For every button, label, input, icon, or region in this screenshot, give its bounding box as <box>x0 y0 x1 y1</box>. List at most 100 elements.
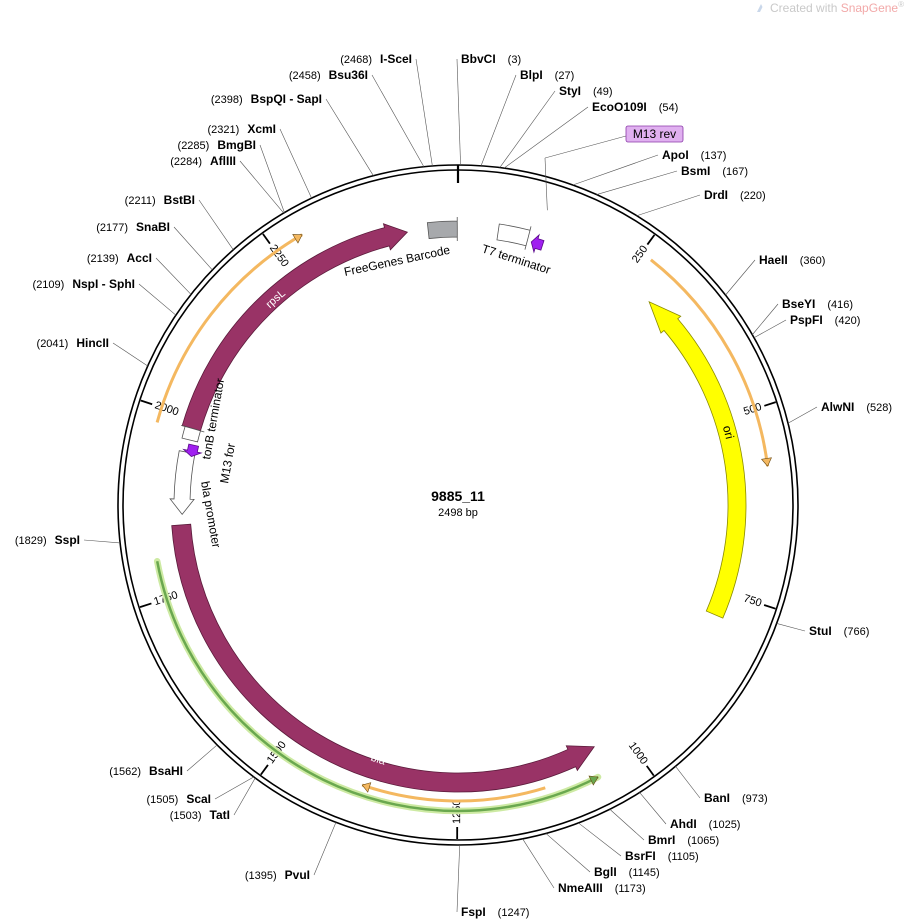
site-label[interactable]: BseYI(416) <box>782 297 853 311</box>
site-position: (3) <box>508 54 521 66</box>
site-label[interactable]: (2041)HincII <box>37 336 109 350</box>
site-bstbi[interactable]: (2211)BstBI <box>125 193 234 250</box>
site-position: (1829) <box>15 535 47 547</box>
site-haeii[interactable]: HaeII(360) <box>725 253 825 296</box>
site-label[interactable]: HaeII(360) <box>759 253 825 267</box>
site-label[interactable]: (1395)PvuI <box>245 868 310 882</box>
tick-mark <box>139 602 152 608</box>
site-bseyi[interactable]: BseYI(416) <box>752 297 853 335</box>
site-hincii[interactable]: (2041)HincII <box>37 336 148 367</box>
site-label[interactable]: (1503)TatI <box>170 808 230 822</box>
site-bmgbi[interactable]: (2285)BmgBI <box>178 138 285 213</box>
site-i-scei[interactable]: (2468)I-SceI <box>340 52 433 167</box>
site-stui[interactable]: StuI(766) <box>776 623 870 638</box>
m13-rev-label-box: M13 rev <box>544 125 684 211</box>
site-leader-line <box>609 809 645 841</box>
tick-label: 750 <box>742 593 763 610</box>
site-bmri[interactable]: BmrI(1065) <box>609 809 719 847</box>
site-leader-line <box>578 822 622 857</box>
site-label[interactable]: (1829)SspI <box>15 533 80 547</box>
site-position: (2177) <box>96 222 128 234</box>
site-name: FspI <box>461 905 486 919</box>
site-label[interactable]: (2139)AccI <box>87 251 152 265</box>
orf-arc-ori-head <box>760 457 772 467</box>
site-ecoo109i[interactable]: EcoO109I(54) <box>503 100 678 169</box>
site-label[interactable]: DrdI(220) <box>704 188 766 202</box>
site-pspfi[interactable]: PspFI(420) <box>753 313 860 338</box>
site-label[interactable]: (1562)BsaHI <box>109 764 183 778</box>
site-label[interactable]: (2398)BspQI - SapI <box>211 92 322 106</box>
ori-feature <box>648 300 747 619</box>
site-label[interactable]: (2177)SnaBI <box>96 220 170 234</box>
site-label[interactable]: AhdI(1025) <box>670 817 740 831</box>
site-afliii[interactable]: (2284)AflIII <box>170 154 284 214</box>
site-leader-line <box>325 98 374 176</box>
site-fspi[interactable]: FspI (1247) <box>456 844 529 919</box>
bla-promoter-feature <box>169 450 196 516</box>
site-label[interactable]: BmrI(1065) <box>648 833 719 847</box>
site-label[interactable]: (2284)AflIII <box>170 154 236 168</box>
site-leader-line <box>186 744 218 772</box>
site-nmeaiii[interactable]: NmeAIII(1173) <box>522 838 646 895</box>
site-bsmi[interactable]: BsmI(167) <box>596 164 748 195</box>
site-drdi[interactable]: DrdI(220) <box>636 188 766 217</box>
site-label[interactable]: BlpI(27) <box>520 68 574 82</box>
site-label[interactable]: ApoI(137) <box>662 148 726 162</box>
site-tati[interactable]: (1503)TatI <box>170 777 256 822</box>
site-label[interactable]: BglI(1145) <box>594 865 660 879</box>
site-label[interactable]: AlwNI(528) <box>821 400 892 414</box>
bla-label-text: bla <box>369 752 387 768</box>
site-blpi[interactable]: BlpI(27) <box>480 68 574 166</box>
site-position: (360) <box>800 255 826 267</box>
site-label[interactable]: BbvCI (3) <box>461 52 521 66</box>
tick-label: 2000 <box>153 399 180 418</box>
site-leader-line <box>214 776 255 800</box>
site-label[interactable]: BsmI(167) <box>681 164 748 178</box>
site-position: (766) <box>844 626 870 638</box>
site-bgli[interactable]: BglI(1145) <box>545 833 660 879</box>
watermark-registered: ® <box>898 0 904 9</box>
site-ahdi[interactable]: AhdI(1025) <box>639 792 741 831</box>
site-label[interactable]: NmeAIII(1173) <box>558 881 646 895</box>
site-leader-line <box>636 194 701 217</box>
site-label[interactable]: EcoO109I(54) <box>592 100 678 114</box>
site-name: BbvCI <box>461 52 496 66</box>
site-apoi[interactable]: ApoI(137) <box>572 148 726 186</box>
site-bsahi[interactable]: (1562)BsaHI <box>109 744 218 778</box>
site-label[interactable]: BanI(973) <box>704 791 768 805</box>
site-acci[interactable]: (2139)AccI <box>87 251 192 295</box>
site-label[interactable]: FspI (1247) <box>461 905 529 919</box>
site-label[interactable]: (2468)I-SceI <box>340 52 412 66</box>
site-label[interactable]: (1505)ScaI <box>147 792 211 806</box>
site-scai[interactable]: (1505)ScaI <box>147 776 255 806</box>
site-label[interactable]: (2321)XcmI <box>208 122 276 136</box>
site-label[interactable]: (2458)Bsu36I <box>289 68 368 82</box>
site-sspi[interactable]: (1829)SspI <box>15 533 121 547</box>
site-styi[interactable]: StyI(49) <box>499 84 613 168</box>
site-label[interactable]: (2211)BstBI <box>125 193 195 207</box>
site-bspqi-sapi[interactable]: (2398)BspQI - SapI <box>211 92 374 176</box>
site-bsu36i[interactable]: (2458)Bsu36I <box>289 68 425 167</box>
site-bani[interactable]: BanI(973) <box>675 766 768 805</box>
site-label[interactable]: StyI(49) <box>559 84 613 98</box>
site-snabi[interactable]: (2177)SnaBI <box>96 220 213 271</box>
site-nspi-sphi[interactable]: (2109)NspI - SphI <box>33 277 177 316</box>
bla-feature <box>171 523 595 793</box>
site-name: NspI - SphI <box>72 277 135 291</box>
tick-mark <box>262 233 271 245</box>
site-label[interactable]: PspFI(420) <box>790 313 860 327</box>
site-label[interactable]: StuI(766) <box>809 624 869 638</box>
site-bsrfi[interactable]: BsrFI(1105) <box>578 822 699 863</box>
site-alwni[interactable]: AlwNI(528) <box>787 400 892 424</box>
site-label[interactable]: BsrFI(1105) <box>625 849 699 863</box>
site-position: (1247) <box>498 907 530 919</box>
site-leader-line <box>112 342 148 367</box>
site-name: XcmI <box>247 122 276 136</box>
site-pvui[interactable]: (1395)PvuI <box>245 822 337 882</box>
bla-promoter-label: bla promoter <box>198 480 223 549</box>
site-xcmi[interactable]: (2321)XcmI <box>208 122 312 199</box>
site-bbvci[interactable]: BbvCI (3) <box>456 52 521 166</box>
site-label[interactable]: (2109)NspI - SphI <box>33 277 135 291</box>
site-label[interactable]: (2285)BmgBI <box>178 138 256 152</box>
site-leader-line <box>415 58 433 167</box>
